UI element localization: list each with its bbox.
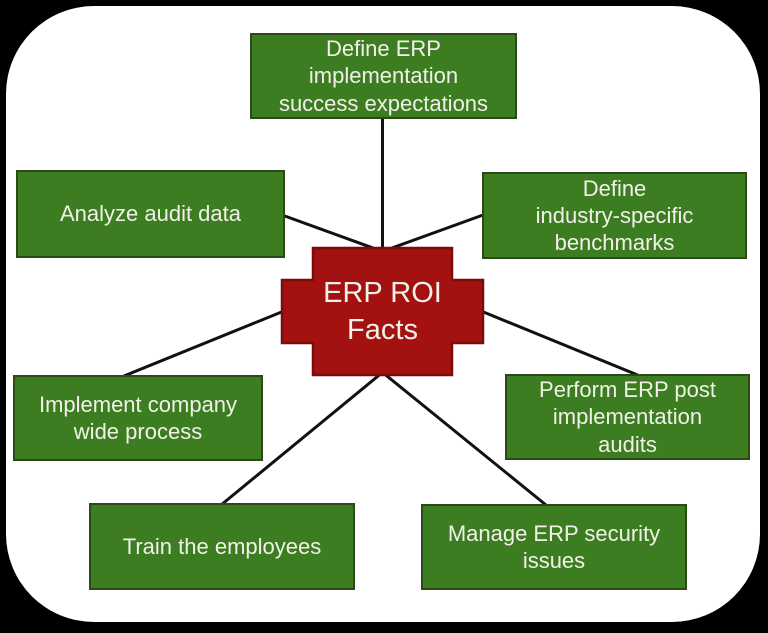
connector-line <box>122 309 286 378</box>
node-label: Define ERP implementation success expect… <box>278 36 489 116</box>
node-label: Analyze audit data <box>59 201 242 227</box>
node-company-wide: Implement company wide process <box>13 375 263 461</box>
node-label: Implement company wide process <box>38 391 238 444</box>
node-label: Manage ERP security issues <box>447 520 661 573</box>
hub-cross-shape <box>280 246 485 377</box>
node-define-success: Define ERP implementation success expect… <box>250 33 517 119</box>
node-train-employees: Train the employees <box>89 503 355 590</box>
connector-line <box>479 309 642 378</box>
connector-line <box>380 370 548 507</box>
connector-line <box>280 213 386 254</box>
connector-line <box>219 370 385 507</box>
node-post-audits: Perform ERP post implementation audits <box>505 374 750 460</box>
node-label: Train the employees <box>122 533 322 559</box>
node-label: Define industry-specific benchmarks <box>535 175 694 256</box>
hub-label: ERP ROI Facts <box>323 277 442 346</box>
connector-line <box>379 213 485 254</box>
node-security-issues: Manage ERP security issues <box>421 504 687 590</box>
node-industry-benchmarks: Define industry-specific benchmarks <box>482 172 747 259</box>
node-analyze-audit: Analyze audit data <box>16 170 285 258</box>
node-label: Perform ERP post implementation audits <box>539 377 716 457</box>
